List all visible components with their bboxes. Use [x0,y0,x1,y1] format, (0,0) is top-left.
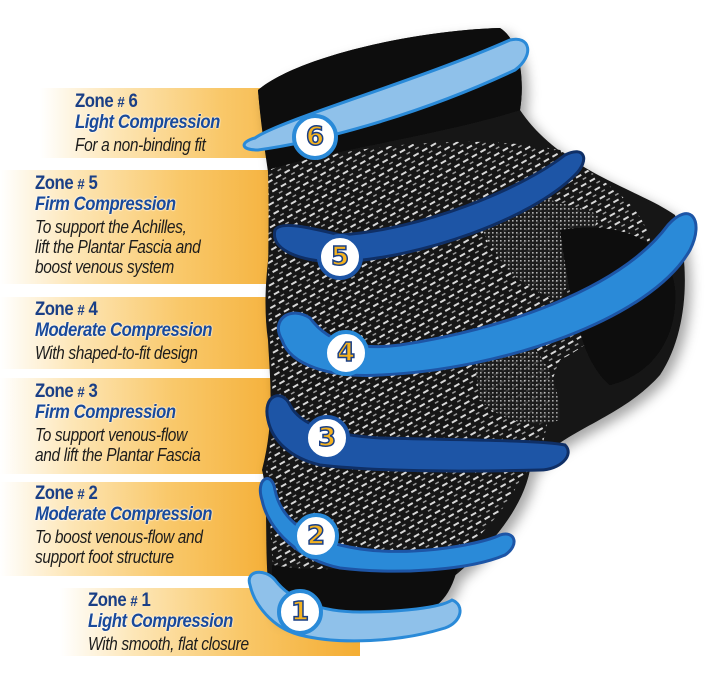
zone-3-text: Zone # 3 Firm Compression To support ven… [35,382,227,465]
zone-3-badge: 3 [312,422,342,454]
zone-6-text: Zone # 6 Light Compression For a non-bin… [75,92,240,155]
compression-level: Moderate Compression [35,320,213,341]
compression-level: Firm Compression [35,194,176,215]
ring-1 [247,570,462,643]
zone-1-badge: 1 [285,596,315,628]
badge-number: 2 [306,520,326,552]
compression-level: Light Compression [88,611,233,632]
zone-title: Zone # 4 [35,299,98,320]
zone-5-text: Zone # 5 Firm Compression To support the… [35,174,227,277]
zone-description: To support the Achilles, lift the Planta… [35,217,201,277]
zone-6-badge: 6 [300,121,330,153]
zone-description: To support venous-flow and lift the Plan… [35,425,201,465]
zone-5-badge: 5 [325,241,355,273]
compression-level: Moderate Compression [35,504,213,525]
zone-5-band [0,170,300,284]
ring-2 [258,477,516,573]
zone-2-badge: 2 [301,520,331,552]
zone-2-band [0,482,280,576]
zone-description: For a non-binding fit [75,135,206,155]
zone-1-text: Zone # 1 Light Compression With smooth, … [88,591,275,654]
badge-number: 1 [290,596,310,628]
zone-4-badge: 4 [331,337,361,369]
zone-4-band [0,297,300,369]
zone-title: Zone # 2 [35,483,98,504]
zone-4-text: Zone # 4 Moderate Compression With shape… [35,300,236,363]
ring-4 [276,212,698,377]
zone-description: With shaped-to-fit design [35,343,198,363]
ring-3 [265,394,570,473]
zone-2-text: Zone # 2 Moderate Compression To boost v… [35,484,236,567]
badge-number: 5 [330,241,350,273]
zone-description: With smooth, flat closure [88,634,249,654]
ring-5 [273,150,586,280]
compression-level: Light Compression [75,112,220,133]
ring-6 [242,37,530,160]
zone-title: Zone # 1 [88,590,151,611]
zone-title: Zone # 3 [35,381,98,402]
badge-number: 6 [305,121,325,153]
zone-3-band [0,378,290,474]
badge-number: 4 [336,337,356,369]
zone-description: To boost venous-flow and support foot st… [35,527,203,567]
badge-number: 3 [317,422,337,454]
compression-level: Firm Compression [35,402,176,423]
zone-title: Zone # 6 [75,91,138,112]
zone-title: Zone # 5 [35,173,98,194]
